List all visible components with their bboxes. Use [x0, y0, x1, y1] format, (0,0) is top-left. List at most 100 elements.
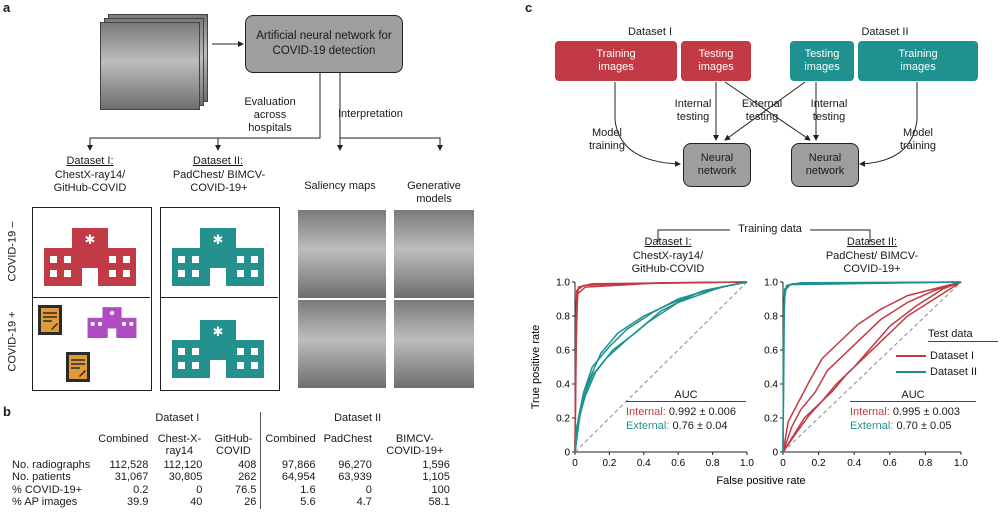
dataset1-grid	[32, 207, 152, 391]
panel-a-letter: a	[3, 0, 11, 15]
chest-xray-image	[100, 22, 200, 110]
col-header: Combined	[98, 432, 149, 445]
table-group-dataset2: Dataset II	[334, 412, 382, 424]
col-header: BIMCV-COVID-19+	[386, 432, 444, 458]
roc-curve-dataset-i	[574, 281, 748, 453]
y-tick-label: 0.6	[556, 346, 570, 357]
internal-testing-right: Internal testing	[810, 98, 848, 123]
x-tick-label: 0.2	[602, 458, 616, 469]
d2-training-images: Training images	[858, 41, 978, 81]
chance-diagonal	[782, 281, 962, 453]
x-tick-label: 0.8	[918, 458, 932, 469]
document-icon	[66, 352, 90, 382]
neural-network-box-1: Neural network	[683, 143, 751, 187]
schema-dataset2-label: Dataset II	[861, 26, 909, 38]
y-tick-label: 0.8	[556, 312, 570, 323]
x-tick-label: 0	[780, 458, 786, 469]
x-tick-label: 0.4	[847, 458, 861, 469]
covid-positive-label: COVID-19 +	[6, 311, 19, 372]
chance-diagonal	[574, 281, 748, 453]
saliency-xray-negative	[298, 210, 386, 298]
ann-box-label: Artificial neural network for COVID-19 d…	[256, 30, 392, 57]
dataset2-subtitle: PadChest/ BIMCV-COVID-19+	[172, 169, 266, 194]
y-tick-label: 0.8	[764, 312, 778, 323]
legend-item-dataset1: Dataset I	[896, 350, 1000, 362]
x-tick-label: 0.8	[706, 458, 720, 469]
neural-network-box-2: Neural network	[791, 143, 859, 187]
roc-curve-dataset-ii	[574, 281, 748, 453]
chart2-title: PadChest/ BIMCV-COVID-19+	[825, 250, 919, 275]
hospital-icon-teal: ✱	[172, 228, 264, 286]
d1-training-images: Training images	[555, 41, 677, 81]
x-tick-label: 0.4	[637, 458, 651, 469]
chart1-title: ChestX-ray14/ GitHub-COVID	[631, 250, 705, 275]
y-tick-label: 0.2	[556, 414, 570, 425]
generative-xray-positive	[394, 300, 474, 388]
auc-box-chart2: AUC Internal: 0.995 ± 0.003 External: 0.…	[850, 389, 976, 433]
col-header: Chest-X-ray14	[157, 432, 202, 458]
panel-b-letter: b	[3, 404, 11, 419]
table-group-dataset1: Dataset I	[155, 412, 200, 424]
training-data-label: Training data	[730, 223, 810, 236]
dataset2-title: Dataset II:	[192, 155, 244, 167]
generative-label: Generative models	[407, 180, 461, 205]
auc-title: AUC	[850, 389, 976, 402]
legend-title: Test data	[928, 328, 998, 342]
col-header: Combined	[260, 424, 320, 459]
internal-testing-left: Internal testing	[674, 98, 712, 123]
external-testing: External testing	[741, 98, 783, 123]
col-header: GitHub-COVID	[214, 432, 253, 458]
dataset-table: Dataset I Dataset II Combined Chest-X-ra…	[8, 412, 454, 509]
y-tick-label: 0	[772, 448, 778, 459]
y-tick-label: 0.4	[764, 380, 778, 391]
x-tick-label: 1.0	[954, 458, 968, 469]
legend: Test data	[928, 328, 998, 344]
schema-dataset1-label: Dataset I	[627, 26, 673, 38]
svg-text:✱: ✱	[85, 233, 96, 248]
y-tick-label: 0.6	[764, 346, 778, 357]
x-tick-label: 1.0	[740, 458, 754, 469]
y-tick-label: 0.2	[764, 414, 778, 425]
legend-item-dataset2: Dataset II	[896, 366, 1000, 378]
document-icon	[38, 305, 62, 335]
y-tick-label: 0	[564, 448, 570, 459]
saliency-label: Saliency maps	[304, 180, 376, 192]
col-header: PadChest	[323, 432, 372, 445]
hospital-icon-magenta: ✱	[87, 307, 137, 338]
dataset1-subtitle: ChestX-ray14/ GitHub-COVID	[53, 169, 127, 194]
roc-curve-dataset-i	[782, 281, 962, 453]
hospital-icon-red: ✱	[44, 228, 136, 286]
dataset2-grid	[160, 207, 280, 391]
svg-text:✱: ✱	[213, 325, 224, 340]
evaluation-label: Evaluation across hospitals	[244, 96, 296, 134]
x-axis-label: False positive rate	[716, 475, 805, 487]
chart2-title-underlined: Dataset II:	[846, 236, 898, 248]
d2-testing-images: Testing images	[790, 41, 854, 81]
interpretation-label: Interpretation	[338, 108, 403, 120]
saliency-xray-positive	[298, 300, 386, 388]
x-tick-label: 0.2	[812, 458, 826, 469]
auc-title: AUC	[626, 389, 746, 402]
d1-testing-images: Testing images	[681, 41, 751, 81]
chart1-title-underlined: Dataset I:	[644, 236, 692, 248]
svg-text:✱: ✱	[213, 233, 224, 248]
x-tick-label: 0.6	[883, 458, 897, 469]
y-tick-label: 0.4	[556, 380, 570, 391]
auc-box-chart1: AUC Internal: 0.992 ± 0.006 External: 0.…	[626, 389, 746, 433]
x-tick-label: 0.6	[671, 458, 685, 469]
panel-c-arrows	[614, 81, 918, 167]
x-tick-label: 0	[572, 458, 578, 469]
svg-text:✱: ✱	[109, 310, 115, 318]
y-tick-label: 1.0	[764, 278, 778, 289]
dataset1-title: Dataset I:	[66, 155, 114, 167]
hospital-icon-teal: ✱	[172, 320, 264, 378]
model-training-left: Model training	[588, 127, 626, 152]
input-xray-stack	[100, 14, 210, 110]
roc-curve-dataset-i	[782, 281, 962, 453]
y-axis-label: True positive rate	[530, 325, 542, 410]
